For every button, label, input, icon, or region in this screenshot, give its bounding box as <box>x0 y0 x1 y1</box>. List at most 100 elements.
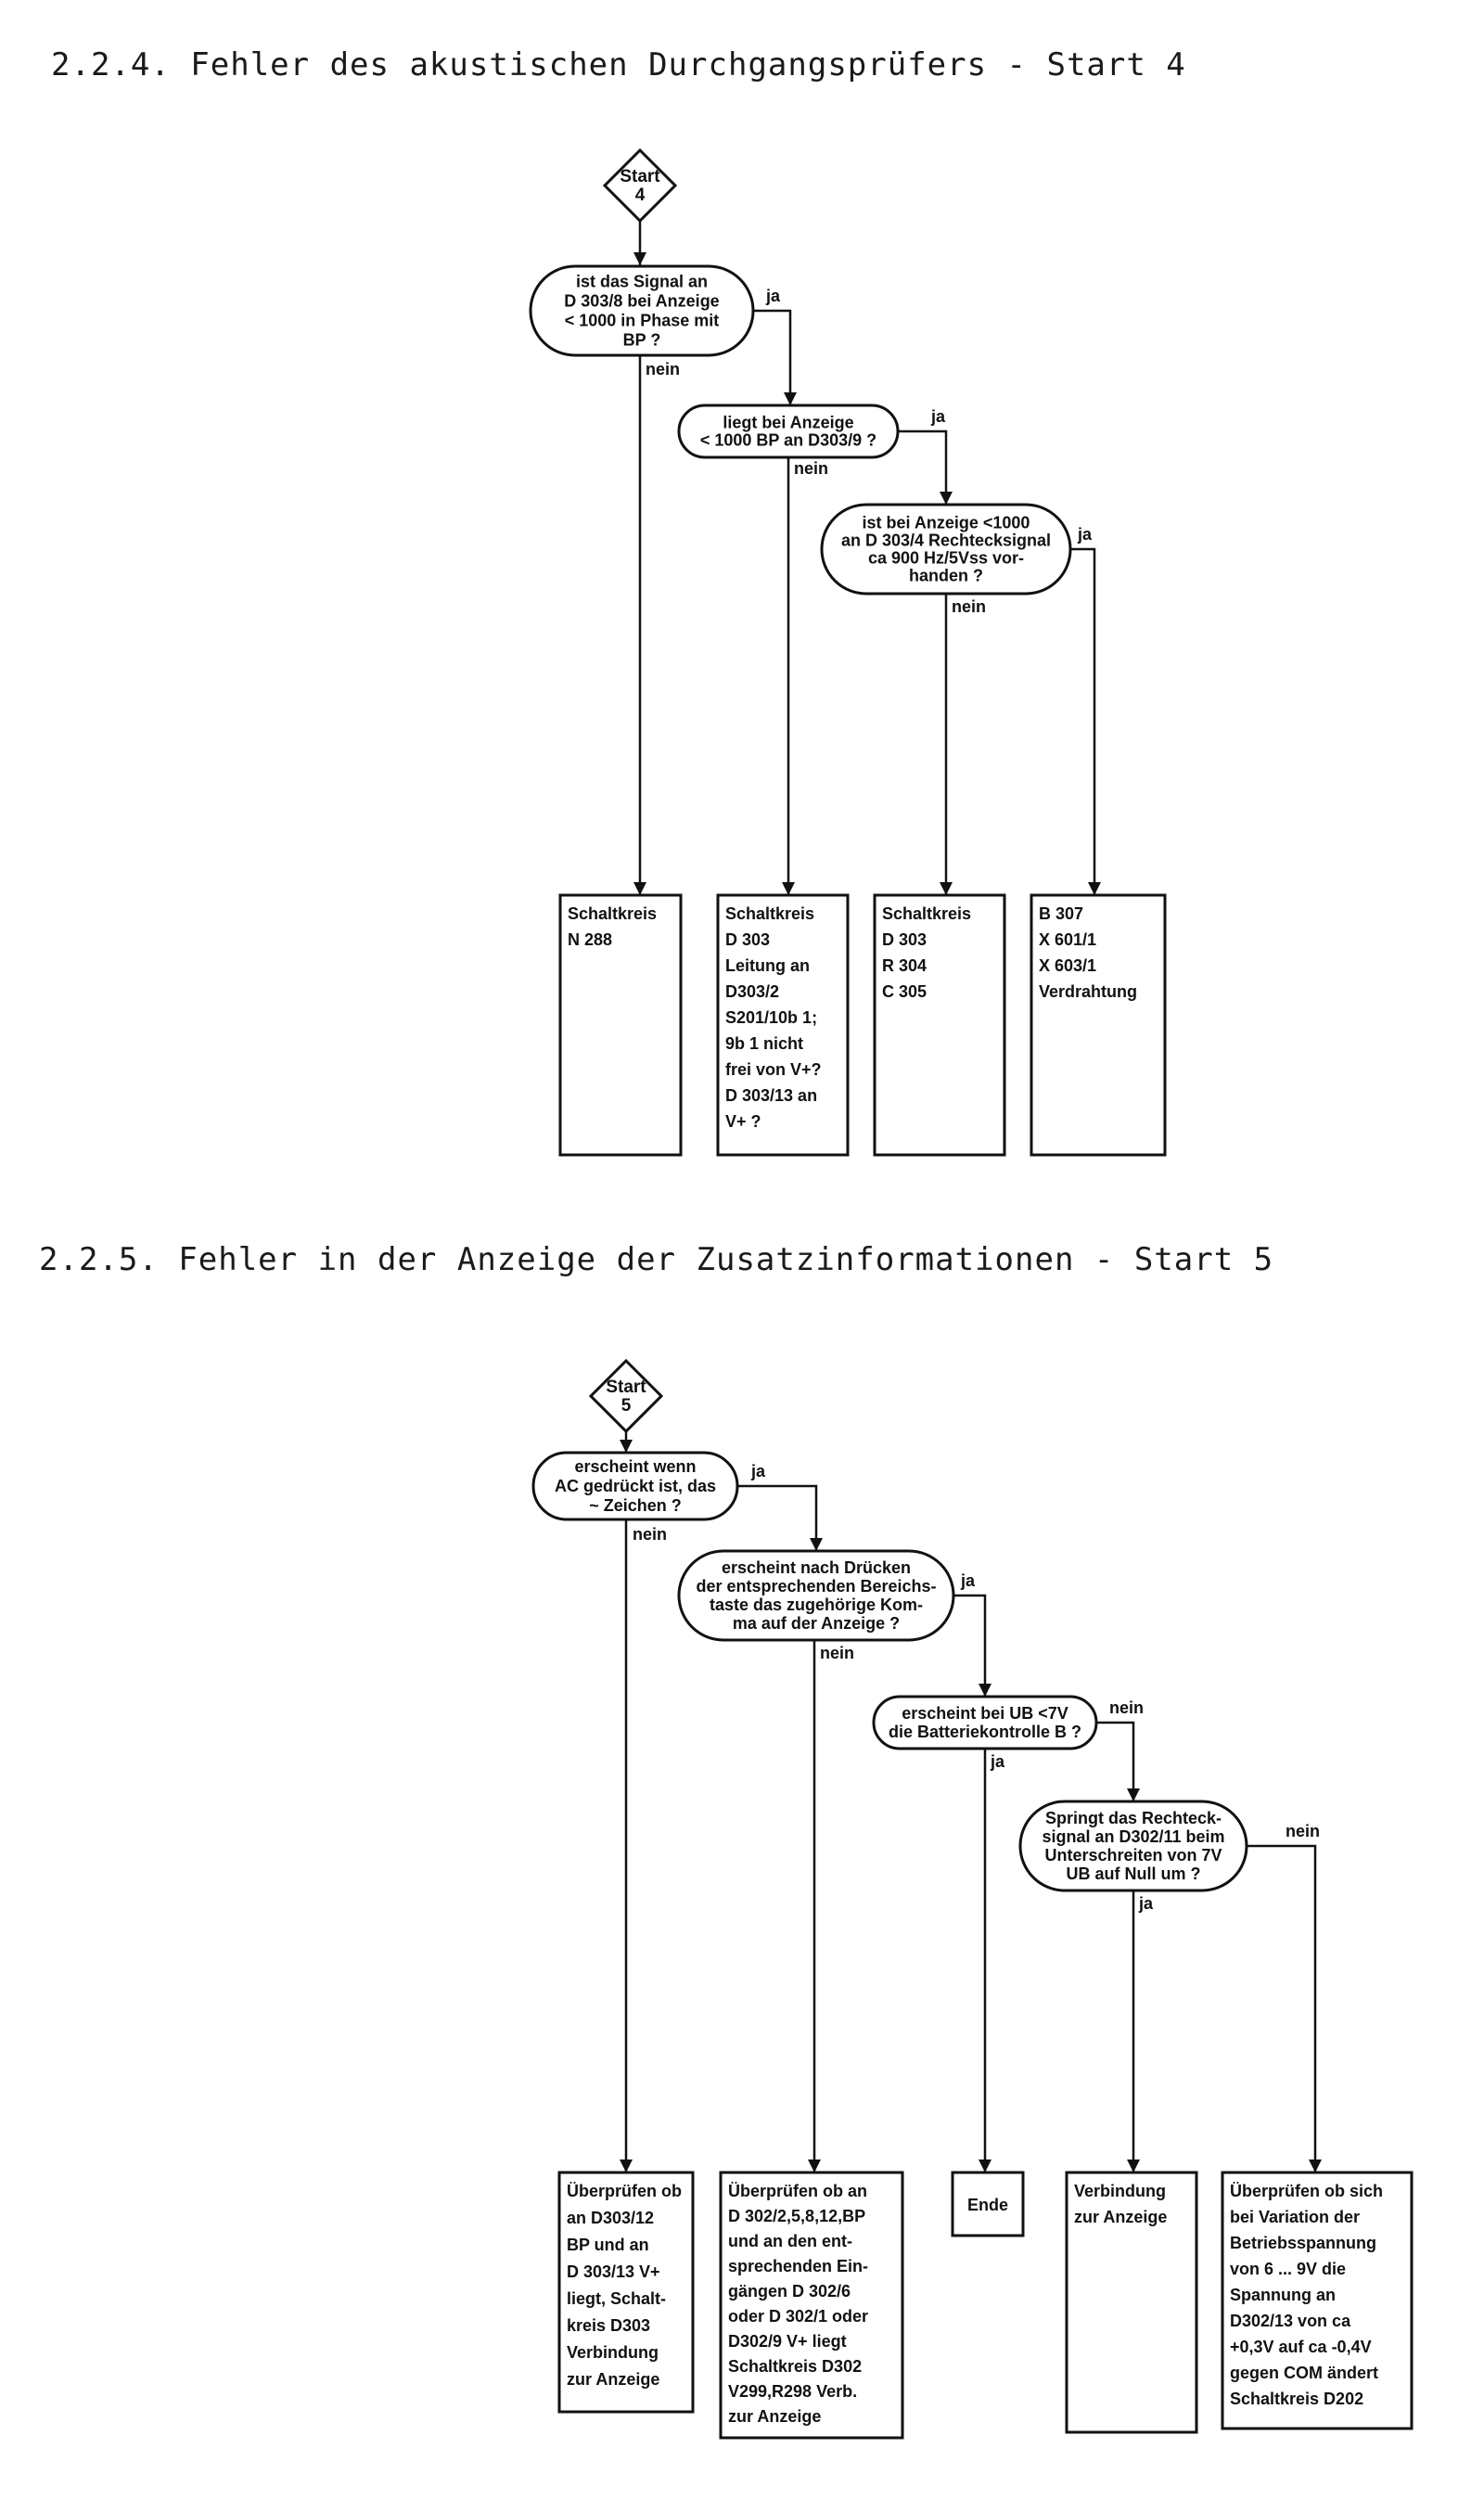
s1-result-4-line-1: B 307 <box>1039 904 1083 923</box>
s2-d1-no-arrow <box>620 2160 633 2172</box>
connector-start-5-arrow <box>620 1440 633 1453</box>
s1-decision-2-text-line-2: < 1000 BP an D303/9 ? <box>700 431 876 450</box>
s2-result-5-line-3: Betriebsspannung <box>1230 2234 1376 2252</box>
s2-result-1-line-8: zur Anzeige <box>567 2370 659 2389</box>
s2-d1-yes-label: ja <box>750 1462 766 1480</box>
s2-d1-no-label: nein <box>633 1525 667 1544</box>
s1-d1-yes-connector <box>753 309 792 405</box>
s2-decision-1-text-line-2: AC gedrückt ist, das <box>555 1477 716 1495</box>
s2-decision-3-text-line-1: erscheint bei UB <7V <box>902 1704 1068 1723</box>
section-heading-start-4: 2.2.4. Fehler des akustischen Durchgangs… <box>51 46 1186 83</box>
s1-d1-no-arrow <box>633 882 646 895</box>
s2-d3-no-label: nein <box>1109 1698 1144 1717</box>
s1-result-3-line-1: Schaltkreis <box>882 904 971 923</box>
s1-d1-yes-arrow <box>784 392 797 405</box>
s2-decision-2-text-line-4: ma auf der Anzeige ? <box>733 1614 900 1633</box>
s1-d2-no-arrow <box>782 882 795 895</box>
s2-result-1 <box>557 2171 695 2414</box>
s2-d3-yes-label: ja <box>990 1752 1005 1771</box>
s1-d1-no-label: nein <box>646 360 680 378</box>
s2-result-ende <box>951 2171 1025 2237</box>
s1-result-3-line-4: C 305 <box>882 982 927 1001</box>
s2-d2-yes-label: ja <box>960 1571 976 1590</box>
s2-result-2-line-4: sprechenden Ein- <box>728 2257 868 2275</box>
s2-result-4-line-2: zur Anzeige <box>1074 2208 1167 2226</box>
s1-result-3-line-3: R 304 <box>882 956 927 975</box>
s2-d4-no-label: nein <box>1286 1822 1320 1840</box>
s2-result-5-line-5: Spannung an <box>1230 2286 1336 2304</box>
section-heading-start-5: 2.2.5. Fehler in der Anzeige der Zusatzi… <box>39 1241 1274 1278</box>
s2-result-4 <box>1065 2171 1198 2434</box>
s1-result-2-line-5: S201/10b 1; <box>725 1008 817 1027</box>
s2-result-2-line-6: oder D 302/1 oder <box>728 2307 868 2326</box>
s1-result-2-line-1: Schaltkreis <box>725 904 814 923</box>
s2-d1-yes-connector <box>737 1484 818 1551</box>
s1-decision-2-text-line-1: liegt bei Anzeige <box>723 414 853 432</box>
s1-result-2-line-3: Leitung an <box>725 956 810 975</box>
s2-result-2-line-7: D302/9 V+ liegt <box>728 2332 847 2351</box>
s1-result-1-line-1: Schaltkreis <box>568 904 657 923</box>
s2-d4-no-connector <box>1247 1844 1317 2172</box>
s2-decision-1-text-line-1: erscheint wenn <box>574 1457 696 1476</box>
s1-result-4-line-4: Verdrahtung <box>1039 982 1137 1001</box>
s1-decision-1-text-line-2: D 303/8 bei Anzeige <box>564 292 719 311</box>
s1-d3-yes-connector <box>1070 547 1096 895</box>
s2-result-1-line-7: Verbindung <box>567 2343 659 2362</box>
start-4-diamond-text-line-1: Start <box>620 167 660 186</box>
s2-d4-no-arrow <box>1309 2160 1322 2172</box>
s2-decision-2-text-line-3: taste das zugehörige Kom- <box>710 1596 923 1614</box>
s1-result-2-line-6: 9b 1 nicht <box>725 1034 803 1053</box>
s2-result-ende-line-1: Ende <box>967 2196 1008 2214</box>
s2-decision-2-text-line-2: der entsprechenden Bereichs- <box>696 1577 936 1596</box>
s2-result-4-line-1: Verbindung <box>1074 2182 1166 2200</box>
s1-d2-yes-arrow <box>940 492 953 505</box>
s2-result-1-line-2: an D303/12 <box>567 2209 654 2227</box>
s1-decision-1-text-line-3: < 1000 in Phase mit <box>565 312 720 330</box>
s2-result-1-line-5: liegt, Schalt- <box>567 2289 666 2308</box>
s2-d4-yes-label: ja <box>1138 1894 1154 1913</box>
s2-result-1-line-4: D 303/13 V+ <box>567 2262 660 2281</box>
s1-result-3-line-2: D 303 <box>882 930 927 949</box>
s2-d2-no-label: nein <box>820 1644 854 1662</box>
s2-result-2-line-10: zur Anzeige <box>728 2407 821 2426</box>
s1-result-4-line-3: X 603/1 <box>1039 956 1096 975</box>
s2-result-2-line-8: Schaltkreis D302 <box>728 2357 862 2376</box>
s2-result-1-line-3: BP und an <box>567 2236 649 2254</box>
s1-d3-yes-arrow <box>1088 882 1101 895</box>
s2-d3-yes-arrow <box>979 2160 991 2172</box>
s1-result-2-line-2: D 303 <box>725 930 770 949</box>
s1-d3-no-arrow <box>940 882 953 895</box>
s2-result-5-line-2: bei Variation der <box>1230 2208 1360 2226</box>
s1-result-3 <box>873 893 1006 1157</box>
s1-result-2-line-4: D303/2 <box>725 982 779 1001</box>
s1-d2-no-label: nein <box>794 459 828 478</box>
start-5-diamond-text-line-2: 5 <box>621 1396 632 1416</box>
s1-result-2-line-9: V+ ? <box>725 1112 761 1131</box>
start-4-diamond-text-line-2: 4 <box>635 186 646 205</box>
s1-result-1 <box>558 893 683 1157</box>
s1-d3-yes-label: ja <box>1077 525 1093 544</box>
s2-decision-4-text-line-1: Springt das Rechteck- <box>1045 1809 1222 1827</box>
s1-d2-yes-connector <box>898 429 948 505</box>
s2-decision-3-text-line-2: die Batteriekontrolle B ? <box>889 1723 1081 1741</box>
s1-d2-yes-label: ja <box>930 407 946 426</box>
s1-result-2 <box>716 893 850 1157</box>
s2-result-2-line-1: Überprüfen ob an <box>728 2182 867 2200</box>
s1-decision-3-text-line-3: ca 900 Hz/5Vss vor- <box>868 549 1024 568</box>
s1-decision-1-text-line-1: ist das Signal an <box>576 273 708 291</box>
s1-d1-yes-label: ja <box>765 287 781 305</box>
s1-d3-no-label: nein <box>952 597 986 616</box>
s2-d1-yes-arrow <box>810 1538 823 1551</box>
s1-decision-3-text-line-4: handen ? <box>909 567 983 585</box>
s2-d3-no-connector <box>1096 1721 1135 1801</box>
connector-start-4-arrow <box>633 252 646 265</box>
s2-decision-1-text-line-3: ~ Zeichen ? <box>589 1496 682 1515</box>
s2-d2-yes-connector <box>953 1594 987 1697</box>
s2-result-5-line-8: gegen COM ändert <box>1230 2364 1378 2382</box>
s1-result-2-line-7: frei von V+? <box>725 1060 822 1079</box>
start-5-diamond-text-line-1: Start <box>606 1378 646 1397</box>
s2-result-2-line-9: V299,R298 Verb. <box>728 2382 857 2401</box>
s2-result-2-line-5: gängen D 302/6 <box>728 2282 851 2301</box>
s1-decision-3-text-line-2: an D 303/4 Rechtecksignal <box>841 532 1051 550</box>
